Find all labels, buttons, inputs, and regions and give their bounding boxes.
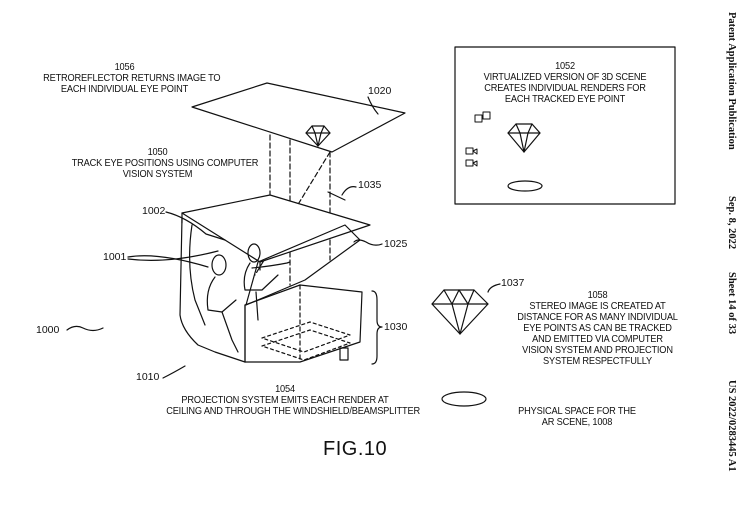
callout-1054: 1054 PROJECTION SYSTEM EMITS EACH RENDER… [166, 383, 420, 417]
callout-number: 1056 [114, 61, 135, 73]
leader-1035 [341, 186, 357, 196]
callout-text: CEILING AND THROUGH THE WINDSHIELD/BEAMS… [166, 405, 420, 417]
leader-1035b [327, 191, 346, 201]
leader-1000 [66, 325, 104, 332]
leader-1025 [353, 239, 383, 246]
sheet-number: Sheet 14 of 33 [726, 272, 737, 335]
callout-text: RETROREFLECTOR RETURNS IMAGE TO [43, 72, 221, 84]
ref-1037: 1037 [501, 277, 525, 289]
ref-1001: 1001 [103, 251, 127, 263]
leader-1010 [162, 365, 186, 379]
leader-1001c [251, 261, 291, 269]
callout-1058: 1058 STEREO IMAGE IS CREATED AT DISTANCE… [512, 290, 684, 367]
publication-number: US 2022/0283445 A1 [726, 380, 737, 472]
publication-type: Patent Application Publication [726, 12, 737, 150]
panel-diamond-icon [507, 123, 541, 153]
callout-text: VISION SYSTEM [122, 168, 193, 180]
ref-1002: 1002 [142, 205, 166, 217]
bracket-1030 [371, 290, 383, 365]
diamond-icon [305, 125, 331, 147]
callout-text: DISTANCE FOR AS MANY INDIVIDUAL [517, 311, 678, 323]
ref-1030: 1030 [384, 321, 408, 333]
callout-1008: PHYSICAL SPACE FOR THE AR SCENE, 1008 [515, 406, 638, 428]
callout-text: VIRTUALIZED VERSION OF 3D SCENE [483, 71, 647, 83]
leader-1001a [127, 255, 209, 268]
virtual-scene-panel [454, 46, 676, 205]
leader-1020 [367, 96, 379, 115]
callout-text: PROJECTION SYSTEM EMITS EACH RENDER AT [181, 394, 389, 406]
panel-ground-ellipse [507, 180, 543, 192]
callout-number: 1058 [587, 289, 608, 301]
callout-1056: 1056 RETROREFLECTOR RETURNS IMAGE TO EAC… [43, 61, 221, 95]
ref-1010: 1010 [136, 371, 160, 383]
callout-text: STEREO IMAGE IS CREATED AT [529, 300, 666, 312]
leader-1037 [487, 283, 501, 293]
callout-text: SYSTEM RESPECTFULLY [543, 355, 652, 367]
callout-text: EYE POINTS AS CAN BE TRACKED [523, 322, 672, 334]
camera-icons [465, 111, 491, 167]
ref-1035: 1035 [358, 179, 382, 191]
retroreflector-plane [191, 82, 406, 153]
callout-text: AND EMITTED VIA COMPUTER [532, 333, 663, 345]
callout-1050: 1050 TRACK EYE POSITIONS USING COMPUTER … [71, 146, 259, 180]
leader-1001b [127, 250, 219, 261]
callout-text: AR SCENE, 1008 [541, 416, 613, 428]
callout-text: VISION SYSTEM AND PROJECTION [522, 344, 673, 356]
ground-ellipse [441, 391, 487, 407]
callout-number: 1052 [555, 60, 575, 72]
vehicle-cabin [179, 194, 371, 363]
callout-text: PHYSICAL SPACE FOR THE [518, 405, 636, 417]
callout-number: 1054 [275, 383, 295, 395]
ref-1020: 1020 [368, 85, 392, 97]
callout-text: CREATES INDIVIDUAL RENDERS FOR [484, 82, 646, 94]
figure-label: FIG.10 [323, 438, 388, 460]
callout-text: EACH INDIVIDUAL EYE POINT [60, 83, 189, 95]
stereo-diamond-icon [431, 289, 489, 335]
callout-1052: 1052 VIRTUALIZED VERSION OF 3D SCENE CRE… [473, 61, 658, 105]
callout-number: 1050 [147, 146, 168, 158]
callout-text: EACH TRACKED EYE POINT [504, 93, 626, 105]
ref-1000: 1000 [36, 324, 60, 336]
publication-date: Sep. 8, 2022 [726, 196, 737, 250]
ref-1025: 1025 [384, 238, 408, 250]
leader-1002 [165, 211, 226, 241]
callout-text: TRACK EYE POSITIONS USING COMPUTER [71, 157, 259, 169]
